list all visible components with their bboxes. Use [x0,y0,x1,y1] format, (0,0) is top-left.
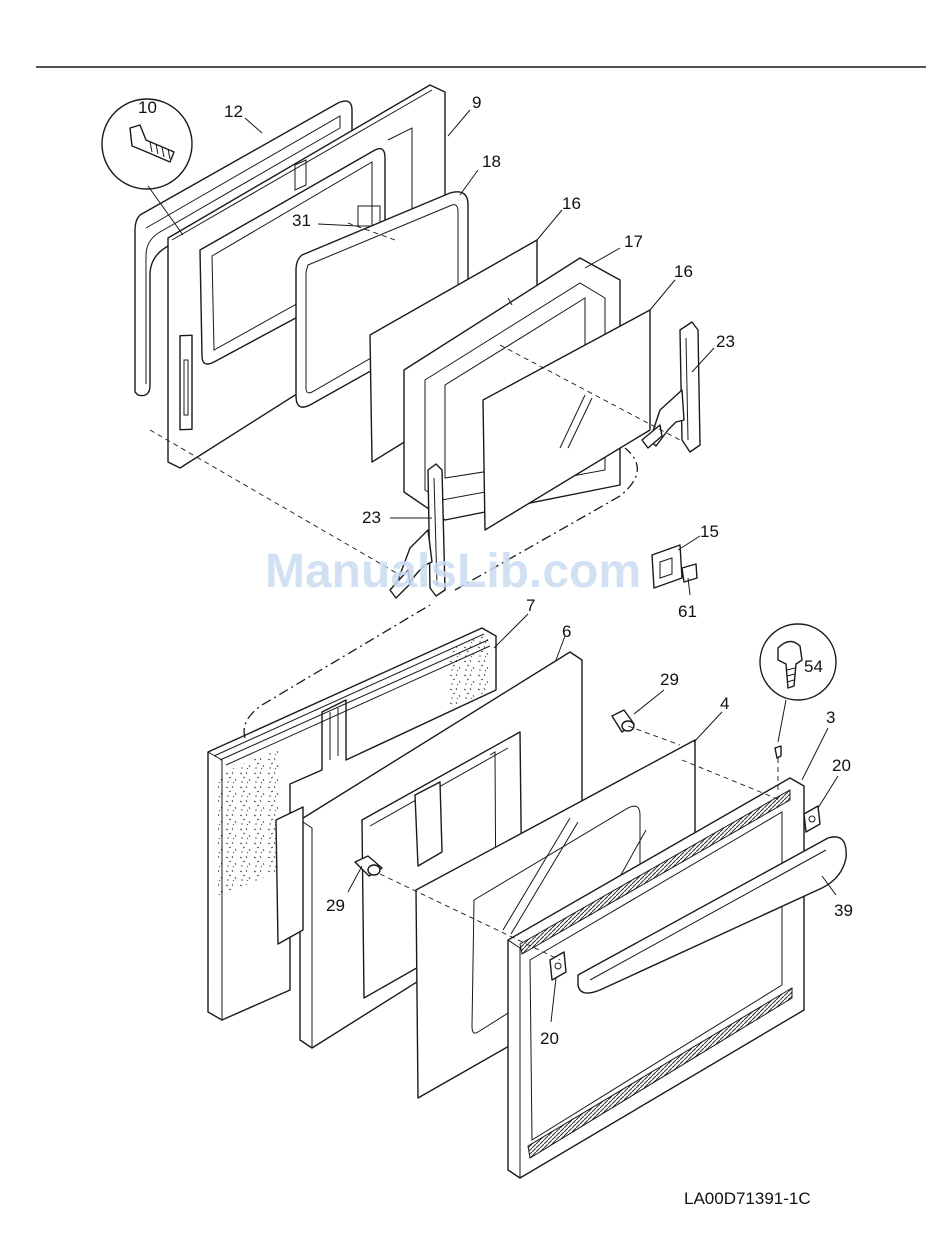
callout-4: 4 [720,694,729,713]
callout-9: 9 [472,93,481,112]
latch-bracket [652,545,697,588]
callout-29-lower: 29 [326,896,345,915]
callout-20-upper: 20 [832,756,851,775]
callout-20-lower: 20 [540,1029,559,1048]
callout-31: 31 [292,211,311,230]
callout-15: 15 [700,522,719,541]
callout-61: 61 [678,602,697,621]
drawing-code: LA00D71391-1C [684,1189,811,1208]
callout-16-upper: 16 [562,194,581,213]
callout-6: 6 [562,622,571,641]
callout-10: 10 [138,98,157,117]
callout-39: 39 [834,901,853,920]
handle-cap-upper [804,806,820,832]
callout-18: 18 [482,152,501,171]
hinge-right [642,322,700,452]
callout-23-right: 23 [716,332,735,351]
callout-3: 3 [826,708,835,727]
callout-7: 7 [526,596,535,615]
callout-54: 54 [804,657,823,676]
screw-54-detail [760,624,836,758]
callout-29-upper: 29 [660,670,679,689]
callout-17: 17 [624,232,643,251]
callout-16-lower: 16 [674,262,693,281]
spacer-29-upper [612,710,634,732]
watermark: ManualsLib.com [265,545,641,598]
callout-12: 12 [224,102,243,121]
callout-23-left: 23 [362,508,381,527]
